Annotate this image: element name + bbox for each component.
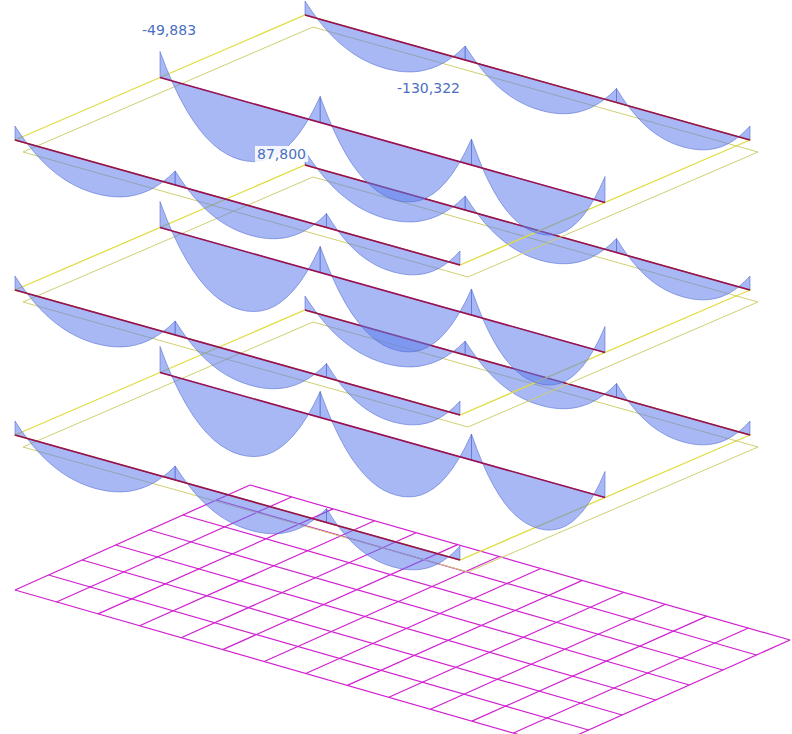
slab-mesh-line [183,515,723,670]
slab-mesh-line [49,575,589,730]
slab-mesh-line [513,628,748,733]
slab-mesh-line [15,590,555,734]
slab-mesh-line [555,640,790,734]
moment-diagram [327,509,461,570]
moment-diagram [327,364,461,425]
moment-diagram [617,89,751,150]
slab-mesh-line [306,568,541,673]
slab-mesh-line [116,545,656,700]
moment-diagram [175,171,326,239]
moment-diagram [15,421,175,492]
beam-line [15,140,460,265]
moment-diagram [175,466,326,534]
moment-value: -49,883 [140,22,198,38]
slab-mesh-line [264,557,499,662]
moment-diagram [175,321,326,389]
beam-line [15,290,460,415]
moment-diagram [472,139,606,235]
moment-value: 87,800 [255,146,308,162]
moment-diagram [472,289,606,385]
moment-diagram [320,97,471,202]
slab-mesh-line [430,604,665,709]
moment-diagram [465,46,616,114]
moment-diagram [15,276,175,347]
moment-diagram [472,434,606,530]
beam-line [305,15,750,140]
beam-line [160,78,605,203]
moment-diagram [15,126,175,197]
slab-mesh-line [82,560,622,715]
beam-line [160,373,605,498]
moment-diagram [305,1,465,72]
moment-diagram [160,52,320,162]
slab-mesh-line [347,580,582,685]
slab-mesh-line [472,616,707,721]
moment-diagram [617,239,751,300]
slab-mesh-line [389,592,624,697]
beam-line [15,435,460,560]
slab-mesh-line [140,521,375,626]
moment-value: -130,322 [395,80,462,96]
moment-diagram [617,384,751,445]
moment-diagram [327,214,461,275]
